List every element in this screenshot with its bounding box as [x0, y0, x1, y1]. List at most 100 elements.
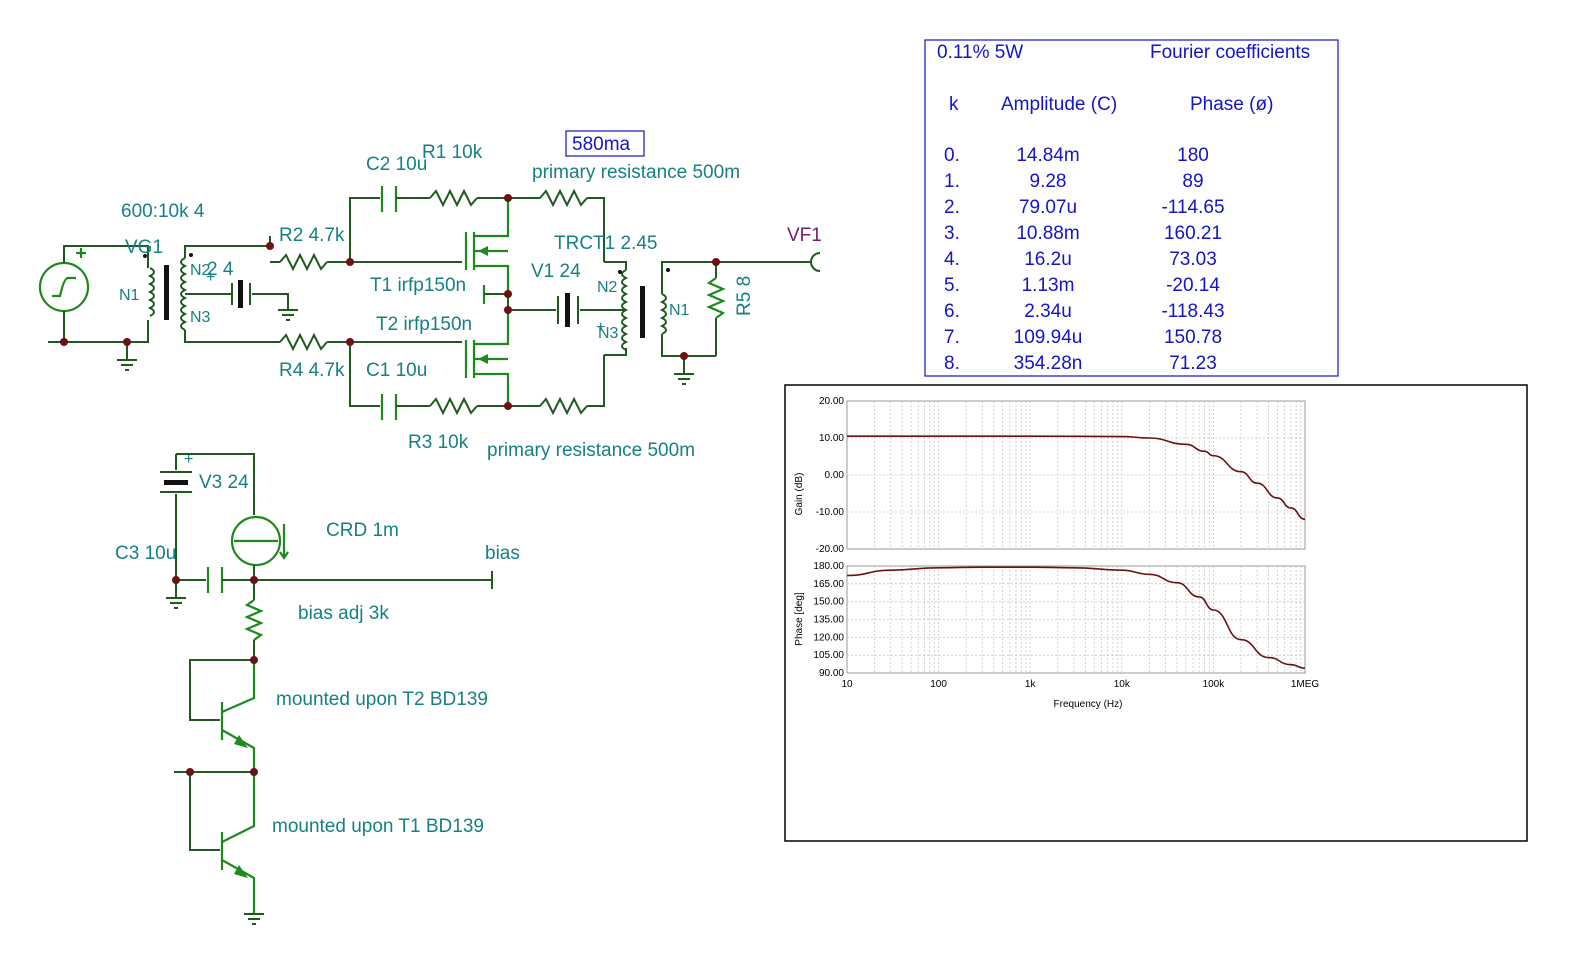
transistor-bd139-t1[interactable]: [174, 771, 264, 925]
label-vg1: VG1: [125, 237, 163, 258]
label-output-n2: N2: [597, 279, 618, 296]
phase-axis-label: Phase [deg]: [794, 592, 805, 646]
fourier-header-phase: Phase (ø): [1190, 94, 1273, 115]
fourier-k: 0.: [944, 145, 960, 166]
fourier-summary: 0.11% 5W: [937, 42, 1023, 63]
fourier-amplitude: 79.07u: [1019, 197, 1077, 218]
load-resistor-r5[interactable]: [674, 262, 726, 385]
capacitor-c3[interactable]: [166, 567, 493, 609]
fourier-k: 1.: [944, 171, 960, 192]
label-r1: R1 10k: [422, 142, 483, 163]
bias-adjust-resistor[interactable]: [244, 580, 264, 660]
label-input-n2: N2: [190, 262, 211, 279]
current-readout-box: [565, 130, 645, 157]
y-tick-label: 10.00: [819, 433, 844, 444]
label-c1: C1 10u: [366, 360, 427, 381]
label-t2: T2 irfp150n: [376, 314, 472, 335]
bias-junction-dots: [172, 576, 258, 776]
label-primary-bottom: primary resistance 500m: [487, 440, 695, 461]
fourier-k: 6.: [944, 301, 960, 322]
label-primary-top: primary resistance 500m: [532, 162, 740, 183]
fourier-phase: 160.21: [1164, 223, 1222, 244]
capacitor-c2[interactable]: [380, 186, 430, 212]
input-wires: [48, 245, 149, 371]
label-c3: C3 10u: [115, 543, 176, 564]
fourier-phase: 89: [1182, 171, 1203, 192]
capacitor-c1[interactable]: [380, 394, 430, 420]
label-transistor-t2: mounted upon T2 BD139: [276, 689, 488, 710]
fourier-k: 4.: [944, 249, 960, 270]
svg-text:+: +: [206, 269, 215, 286]
primary-resistance-bottom[interactable]: [508, 355, 605, 416]
label-output-n1: N1: [669, 302, 690, 319]
label-v1: V1 24: [531, 261, 581, 282]
label-bias-battery: 2 4: [207, 259, 234, 280]
fourier-amplitude: 109.94u: [1014, 327, 1083, 348]
output-transformer-trct1[interactable]: [604, 261, 716, 357]
mosfet-t2[interactable]: [464, 310, 510, 406]
label-t1: T1 irfp150n: [370, 275, 466, 296]
primary-resistance-top[interactable]: [508, 188, 605, 262]
source-junction: [482, 285, 556, 311]
label-c2: C2 10u: [366, 154, 427, 175]
bias-battery[interactable]: +: [206, 269, 298, 321]
fourier-phase: -20.14: [1166, 275, 1220, 296]
x-tick-label: 100k: [1203, 679, 1226, 690]
label-input-n3: N3: [190, 309, 211, 326]
series-line: [847, 435, 1306, 521]
label-r3: R3 10k: [408, 432, 469, 453]
input-transformer[interactable]: [143, 236, 271, 343]
label-vf1: VF1: [787, 225, 822, 246]
y-tick-label: 165.00: [813, 579, 844, 590]
x-tick-label: 10: [841, 679, 853, 690]
fourier-title: Fourier coefficients: [1150, 42, 1310, 63]
fourier-amplitude: 14.84m: [1016, 145, 1079, 166]
label-transistor-t1: mounted upon T1 BD139: [272, 816, 484, 837]
gain-axis-label: Gain (dB): [794, 473, 805, 516]
current-readout: 580ma: [572, 134, 631, 155]
label-v3: V3 24: [199, 472, 249, 493]
fourier-k: 8.: [944, 353, 960, 374]
fourier-amplitude: 2.34u: [1024, 301, 1072, 322]
fourier-amplitude: 9.28: [1030, 171, 1067, 192]
y-tick-label: 180.00: [813, 561, 844, 572]
gate-wires: [270, 197, 462, 407]
label-source-ratio: 600:10k 4: [121, 201, 205, 222]
fourier-phase: -114.65: [1161, 197, 1224, 218]
voltmeter-vf1[interactable]: [716, 252, 821, 272]
fourier-table: 0.11% 5W Fourier coefficients k Amplitud…: [924, 39, 1339, 377]
y-tick-label: 120.00: [813, 632, 844, 643]
y-tick-label: 20.00: [819, 396, 844, 407]
fourier-table-frame: [924, 39, 1339, 377]
resistor-r1[interactable]: [429, 188, 508, 208]
mosfet-t1[interactable]: [464, 198, 510, 294]
y-tick-label: -20.00: [816, 544, 845, 555]
phase-chart: 180.00165.00150.00135.00120.00105.0090.0…: [813, 561, 1319, 690]
fourier-phase: 73.03: [1169, 249, 1217, 270]
supply-battery-v1[interactable]: +: [557, 293, 626, 336]
x-tick-label: 100: [930, 679, 947, 690]
bias-battery-v3[interactable]: +: [160, 451, 255, 580]
y-tick-label: 105.00: [813, 650, 844, 661]
label-bias-adj: bias adj 3k: [298, 603, 389, 624]
x-tick-label: 1k: [1025, 679, 1037, 690]
current-regulator-crd[interactable]: [230, 515, 289, 580]
resistor-r3[interactable]: [429, 396, 508, 416]
fourier-amplitude: 1.13m: [1022, 275, 1075, 296]
label-crd: CRD 1m: [326, 520, 399, 541]
label-r5: R5 8: [734, 276, 755, 316]
fourier-k: 5.: [944, 275, 960, 296]
fourier-phase: 150.78: [1164, 327, 1222, 348]
label-output-n3: N3: [598, 325, 619, 342]
fourier-amplitude: 354.28n: [1014, 353, 1083, 374]
fourier-header-k: k: [949, 94, 959, 115]
junction-dots: [60, 194, 720, 410]
fourier-k: 7.: [944, 327, 960, 348]
label-trct1: TRCT1 2.45: [554, 233, 657, 254]
transistor-bd139-t2[interactable]: [189, 659, 256, 772]
fourier-phase: -118.43: [1161, 301, 1224, 322]
